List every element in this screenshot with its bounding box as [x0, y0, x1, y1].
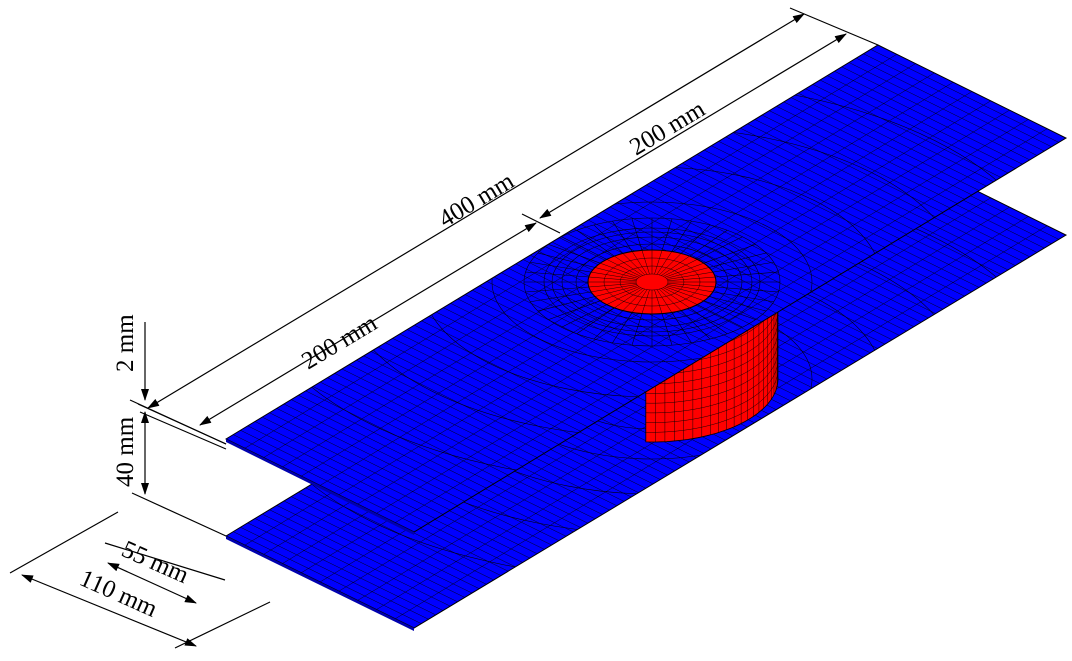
extension-line-bottom	[131, 492, 227, 537]
label-40mm: 40 mm	[112, 416, 139, 487]
label-400mm: 400 mm	[434, 167, 519, 233]
extension-line-right	[789, 7, 879, 46]
dim-55-line	[107, 562, 197, 604]
dimension-lines	[9, 7, 879, 649]
label-2mm: 2 mm	[112, 314, 139, 372]
label-55mm: 55 mm	[118, 536, 194, 589]
dim-200-right-line	[539, 33, 847, 219]
dim-200-left-line	[199, 222, 537, 426]
extension-line-width-left	[9, 511, 119, 574]
extension-line-plate	[129, 399, 227, 445]
extension-line-half	[104, 542, 226, 581]
extension-line-top-2	[139, 411, 227, 450]
extension-line-width-right	[174, 601, 271, 649]
dim-110-line	[21, 574, 197, 647]
label-200mm-right: 200 mm	[625, 95, 710, 161]
